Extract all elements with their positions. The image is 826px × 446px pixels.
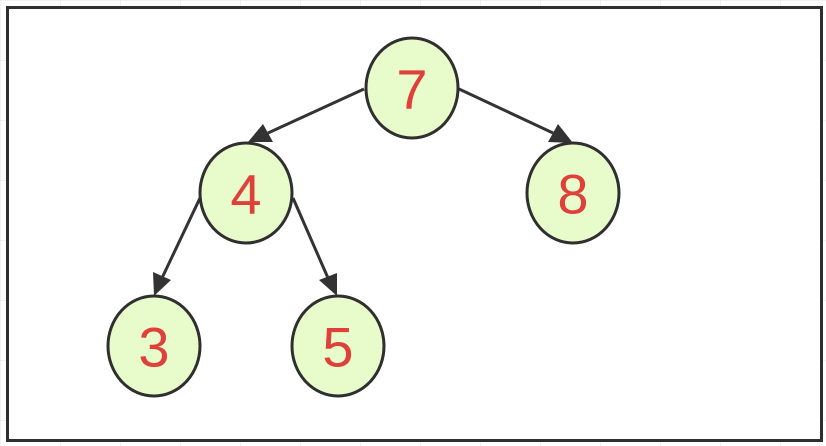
arrow-head-icon	[319, 273, 337, 296]
arrow-head-icon	[548, 124, 573, 143]
edge-7-to-8	[458, 87, 573, 143]
edge-4-to-3	[153, 197, 202, 296]
node-label: 7	[396, 58, 427, 121]
tree-node-3[interactable]: 3	[106, 294, 202, 398]
node-label: 5	[322, 316, 353, 379]
edge-7-to-4	[248, 87, 365, 142]
node-label: 3	[138, 316, 169, 379]
node-label: 8	[557, 163, 588, 226]
nodes-layer: 7 4 8 3 5	[106, 36, 621, 398]
tree-node-5[interactable]: 5	[290, 294, 386, 398]
tree-node-8[interactable]: 8	[525, 141, 621, 245]
edge-4-to-5	[291, 197, 337, 296]
arrow-head-icon	[153, 272, 171, 296]
node-label: 4	[230, 163, 261, 226]
tree-node-7[interactable]: 7	[364, 36, 460, 140]
tree-node-4[interactable]: 4	[198, 141, 294, 245]
edges-layer	[153, 87, 573, 296]
arrow-head-icon	[248, 124, 273, 142]
